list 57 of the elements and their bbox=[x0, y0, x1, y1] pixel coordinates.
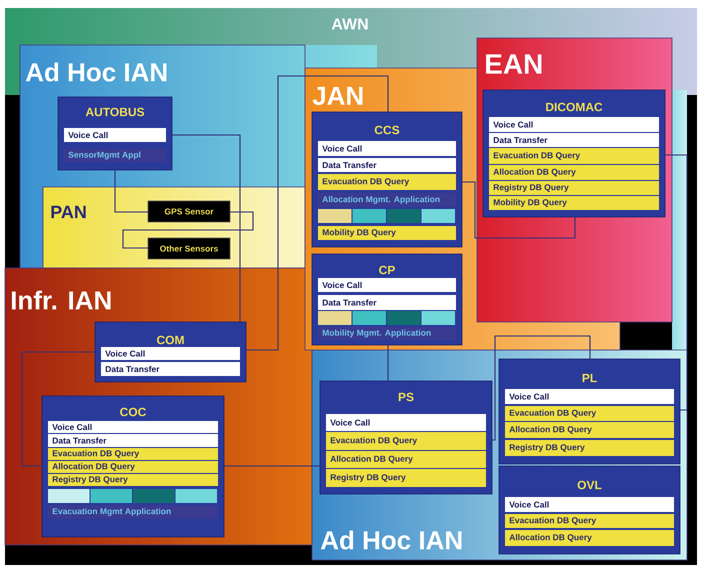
connector-line bbox=[114, 170, 148, 213]
connector-line bbox=[224, 465, 320, 467]
service-row: Allocation DB Query bbox=[505, 530, 674, 546]
network-region: AWN bbox=[332, 18, 368, 30]
service-row: Mobility DB Query bbox=[318, 226, 456, 240]
device-panel: DICOMAC Voice Call Data Transfer Evacuation DB Query Allocation DB Query Registry DB Query Mobility DB Query bbox=[482, 90, 666, 218]
service-row: Allocation DB Query bbox=[489, 165, 659, 180]
connector-line bbox=[462, 181, 576, 239]
application-label: Evacuation Mgmt Application bbox=[48, 505, 218, 519]
service-row: Evacuation DB Query bbox=[318, 174, 456, 190]
device-panel: PL Voice Call Evacuation DB Query Allocation DB Query Registry DB Query bbox=[498, 358, 680, 464]
service-row: Evacuation DB Query bbox=[489, 148, 659, 164]
service-row: Voice Call bbox=[326, 414, 486, 431]
application-label: SensorMgmt Appl bbox=[64, 149, 166, 162]
device-panel: COC Voice Call Data Transfer Evacuation DB Query Allocation DB Query Registry DB Query Evacuation Mgmt Application bbox=[42, 396, 224, 538]
service-row: Voice Call bbox=[505, 389, 674, 404]
service-row: Allocation DB Query bbox=[48, 461, 218, 473]
service-row: Voice Call bbox=[318, 278, 456, 292]
connector-line bbox=[21, 351, 95, 467]
device-panel: AUTOBUS Voice Call SensorMgmt Appl bbox=[58, 96, 172, 170]
connector-line bbox=[122, 211, 254, 249]
service-row: Voice Call bbox=[318, 141, 456, 156]
service-row: Voice Call bbox=[101, 347, 240, 360]
service-row: Evacuation DB Query bbox=[48, 448, 218, 460]
service-row: Evacuation DB Query bbox=[505, 406, 674, 421]
service-row: Data Transfer bbox=[318, 158, 456, 172]
service-row: Evacuation DB Query bbox=[505, 514, 674, 528]
connector-line bbox=[246, 75, 389, 351]
sensor-box: GPS Sensor bbox=[148, 200, 230, 222]
sensor-box: Other Sensors bbox=[148, 238, 230, 260]
service-row: Allocation DB Query bbox=[505, 422, 674, 438]
device-panel: CP Voice Call Data Transfer Mobility Mgmt. Application bbox=[312, 254, 462, 346]
service-row: Allocation DB Query bbox=[326, 451, 486, 468]
device-panel: CCS Voice Call Data Transfer Evacuation DB Query Allocation Mgmt. Application Mobility DB Query bbox=[312, 112, 462, 248]
service-row: Registry DB Query bbox=[326, 469, 486, 487]
connector-line bbox=[387, 345, 389, 381]
service-row: Registry DB Query bbox=[48, 474, 218, 486]
connector-line bbox=[172, 134, 241, 322]
service-row: Data Transfer bbox=[489, 133, 659, 147]
device-panel: OVL Voice Call Evacuation DB Query Allocation DB Query bbox=[498, 466, 680, 554]
service-row: Voice Call bbox=[489, 117, 659, 132]
service-row: Voice Call bbox=[64, 128, 166, 142]
service-row: Voice Call bbox=[505, 497, 674, 512]
application-label: Allocation Mgmt. Application bbox=[318, 193, 456, 207]
service-row: Mobility DB Query bbox=[489, 196, 659, 210]
service-row: Voice Call bbox=[48, 421, 218, 433]
service-row: Registry DB Query bbox=[489, 181, 659, 195]
application-label: Mobility Mgmt. Application bbox=[318, 327, 456, 340]
service-row: Data Transfer bbox=[101, 362, 240, 376]
connector-line bbox=[492, 335, 591, 441]
connector-line bbox=[665, 154, 688, 411]
service-row: Data Transfer bbox=[48, 434, 218, 447]
service-row: Data Transfer bbox=[318, 295, 456, 310]
service-row: Registry DB Query bbox=[505, 440, 674, 456]
service-row: Evacuation DB Query bbox=[326, 432, 486, 450]
device-panel: PS Voice Call Evacuation DB Query Allocation DB Query Registry DB Query bbox=[320, 380, 492, 494]
device-panel: COM Voice Call Data Transfer bbox=[94, 322, 246, 382]
